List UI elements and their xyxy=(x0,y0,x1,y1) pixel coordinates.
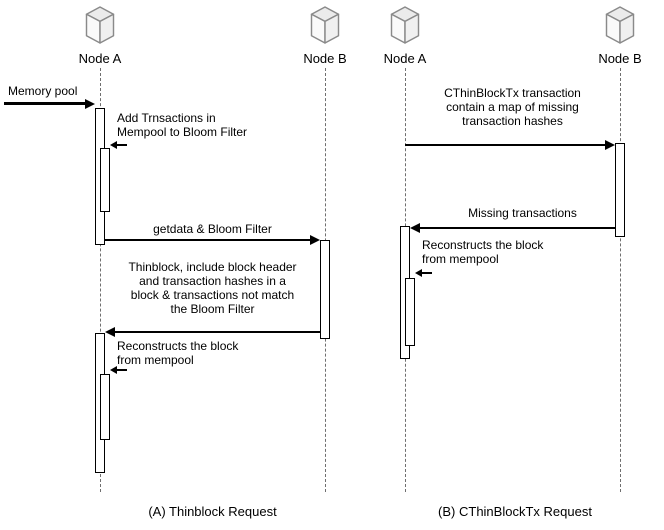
reconstruct-label-b: Reconstructs the block from mempool xyxy=(422,238,544,266)
node-cube-icon xyxy=(390,6,420,44)
activation-a-nodea-1-nested xyxy=(100,148,110,212)
memory-pool-arrow xyxy=(4,99,95,109)
cthinblocktx-label: CThinBlockTx transaction contain a map o… xyxy=(444,86,581,128)
reconstruct-label-a: Reconstructs the block from mempool xyxy=(117,339,239,367)
activation-a-nodea-2-nested xyxy=(100,374,110,440)
missing-transactions-label: Missing transactions xyxy=(468,206,577,220)
node-cube-icon xyxy=(85,6,115,44)
node-a-label-right: Node A xyxy=(383,51,427,66)
getdata-label: getdata & Bloom Filter xyxy=(153,222,272,236)
node-a-label-left: Node A xyxy=(78,51,122,66)
activation-b-nodeb xyxy=(615,143,625,237)
missing-transactions-arrow xyxy=(410,223,615,233)
self-call-arrow-reconstruct-a xyxy=(110,366,127,374)
memory-pool-label: Memory pool xyxy=(8,84,78,98)
caption-thinblock: (A) Thinblock Request xyxy=(148,504,277,519)
node-cube-icon xyxy=(605,6,635,44)
node-b-label-left: Node B xyxy=(303,51,347,66)
lifeline-a-node-a xyxy=(100,68,101,492)
thinblock-label: Thinblock, include block header and tran… xyxy=(128,260,297,316)
caption-cthinblocktx: (B) CThinBlockTx Request xyxy=(438,504,592,519)
cthinblocktx-arrow xyxy=(405,140,615,150)
getdata-arrow xyxy=(105,235,320,245)
thinblock-arrow xyxy=(105,327,320,337)
node-b-label-right: Node B xyxy=(598,51,642,66)
activation-a-nodeb xyxy=(320,240,330,339)
add-transactions-label: Add Trnsactions in Mempool to Bloom Filt… xyxy=(117,111,248,139)
activation-b-nodea-nested xyxy=(405,278,415,346)
lifeline-b-node-b xyxy=(620,68,621,492)
self-call-arrow-reconstruct-b xyxy=(415,269,432,277)
node-cube-icon xyxy=(310,6,340,44)
self-call-arrow-add-transactions xyxy=(110,141,127,149)
